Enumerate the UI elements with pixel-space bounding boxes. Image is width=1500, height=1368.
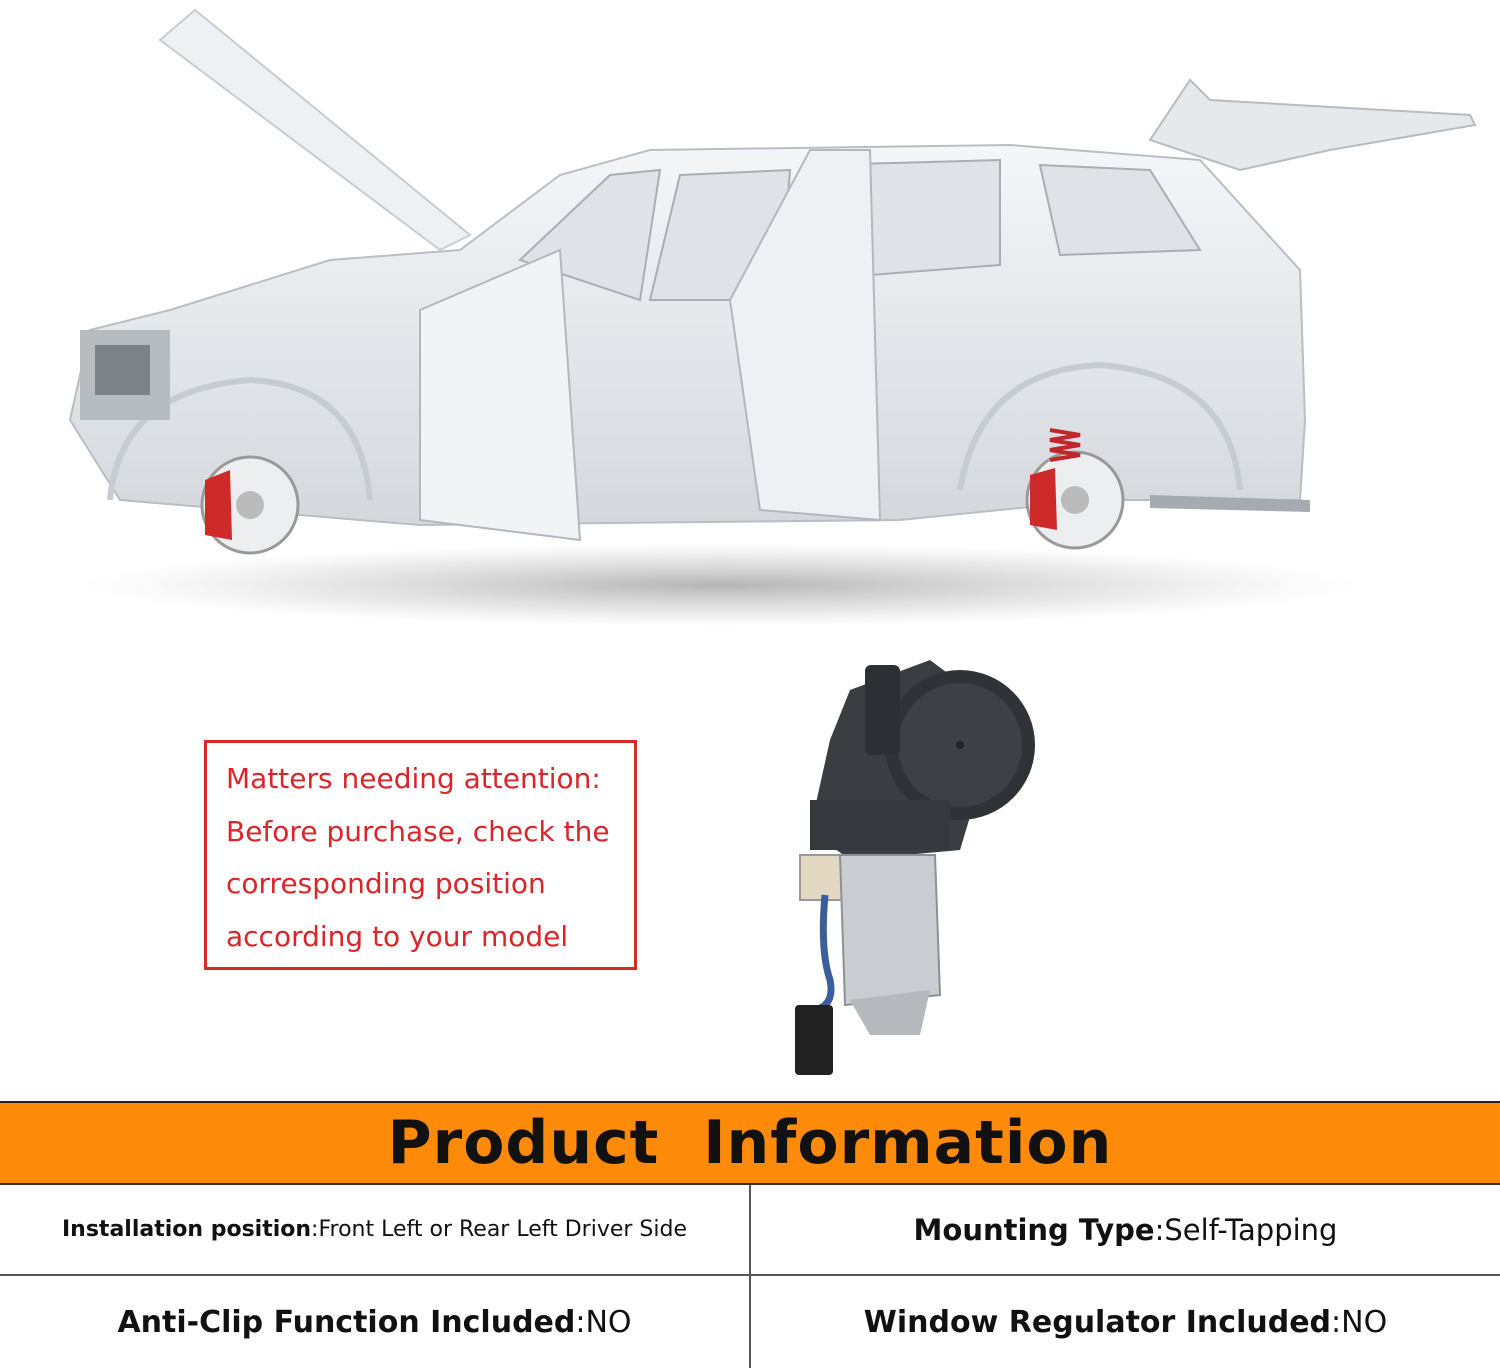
notice-line: Matters needing attention: xyxy=(226,762,601,795)
notice-line: according to your model xyxy=(226,919,569,953)
spec-label: Anti-Clip Function Included xyxy=(117,1304,576,1340)
window-motor-illustration xyxy=(790,650,1070,1090)
spec-value: Self-Tapping xyxy=(1164,1212,1338,1247)
notice-line: Before purchase, check the xyxy=(226,814,610,848)
product-info-title: Product Information xyxy=(387,1108,1113,1178)
table-row: Anti-Clip Function Included: NO Window R… xyxy=(0,1276,1500,1368)
product-info-header: Product Information xyxy=(0,1103,1500,1185)
spec-label: Mounting Type xyxy=(913,1212,1155,1247)
mounting-type-cell: Mounting Type: Self-Tapping xyxy=(749,1185,1500,1274)
spec-label: Installation position xyxy=(61,1217,312,1242)
attention-notice: Matters needing attention: Before purcha… xyxy=(204,740,637,970)
spec-value: Front Left or Rear Left Driver Side xyxy=(318,1217,687,1242)
spec-label: Window Regulator Included xyxy=(863,1304,1332,1340)
spec-value: NO xyxy=(585,1304,632,1340)
car-illustration xyxy=(0,0,1500,640)
anti-clip-cell: Anti-Clip Function Included: NO xyxy=(117,1304,632,1340)
installation-position-cell: Installation position: Front Left or Rea… xyxy=(61,1217,687,1242)
spec-value: NO xyxy=(1341,1304,1388,1340)
window-regulator-cell: Window Regulator Included: NO xyxy=(749,1276,1500,1368)
table-row: Installation position: Front Left or Rea… xyxy=(0,1185,1500,1276)
notice-line: corresponding position xyxy=(226,867,546,900)
product-info-table: Product Information Installation positio… xyxy=(0,1101,1500,1368)
